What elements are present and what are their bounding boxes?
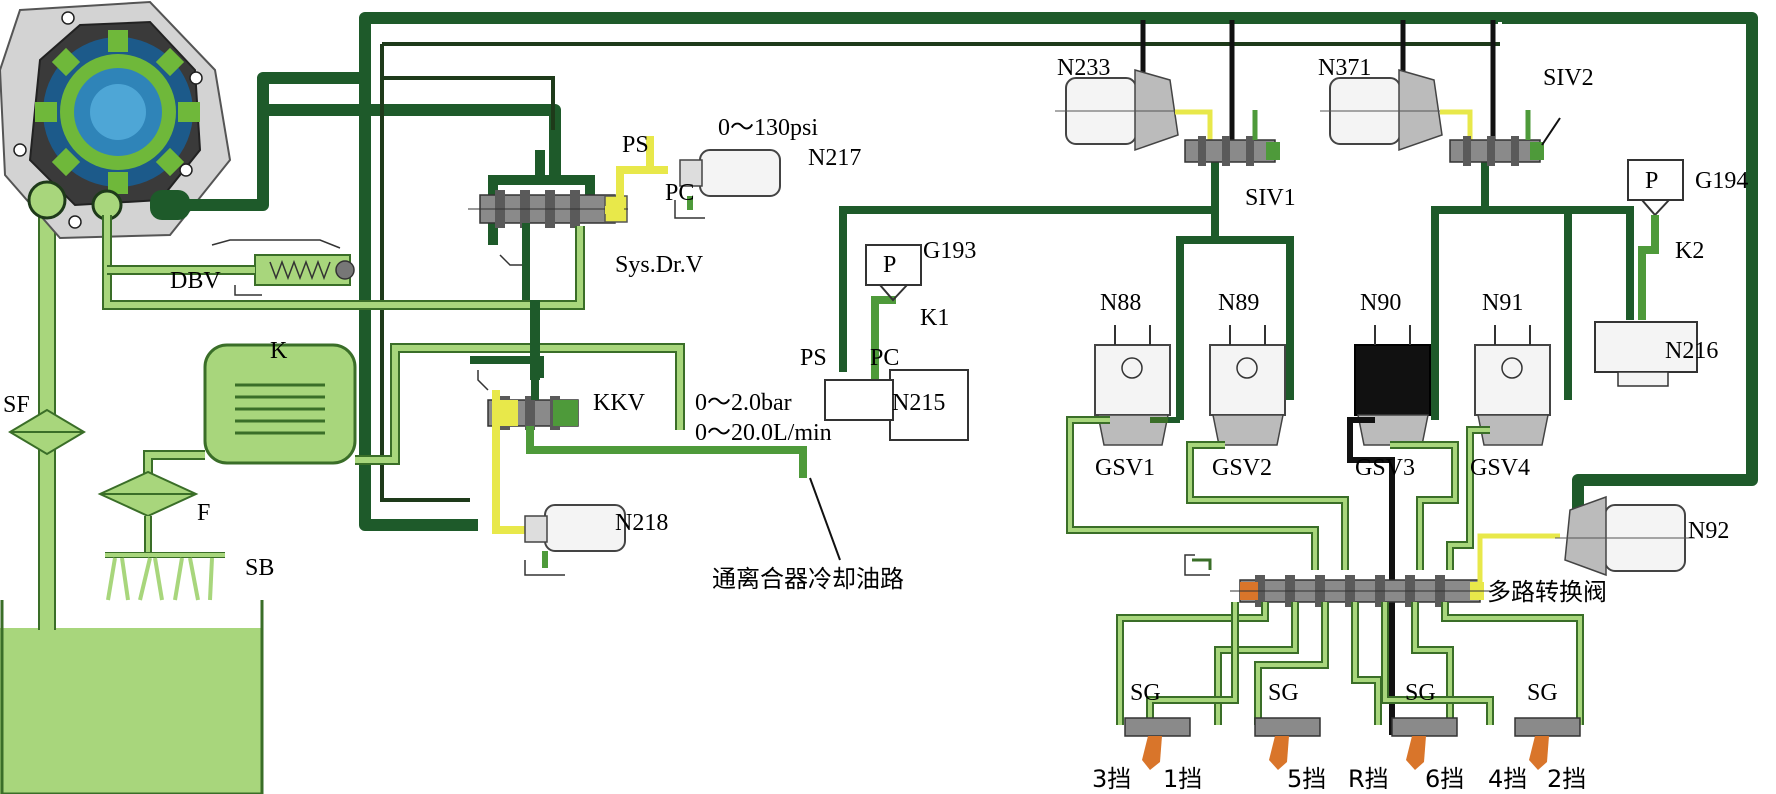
label-n217: N217 xyxy=(808,145,861,171)
label-g193: G193 xyxy=(923,238,976,264)
n215-solenoid xyxy=(824,369,969,441)
siv1-valve xyxy=(1184,110,1280,166)
label-ps-mid: PS xyxy=(800,345,827,371)
sg-supply-lines xyxy=(1116,602,1584,725)
cooling-label-pointer xyxy=(809,477,841,561)
label-n89: N89 xyxy=(1218,290,1259,316)
label-cooling: 通离合器冷却油路 xyxy=(712,565,904,593)
label-range-bar: 0～2.0bar xyxy=(695,390,792,416)
label-k1: K1 xyxy=(920,305,949,331)
n92-solenoid xyxy=(1555,495,1695,577)
g194-sensor xyxy=(1627,159,1684,320)
label-ps-top: PS xyxy=(622,132,649,158)
label-sg-3: SG xyxy=(1405,680,1436,706)
label-sg-4: SG xyxy=(1527,680,1558,706)
cooler-lines xyxy=(143,300,685,490)
sg-actuator-4 xyxy=(1514,717,1581,770)
clutch-cooling-line xyxy=(526,426,807,478)
label-sb: SB xyxy=(245,555,274,581)
label-gear-4: 4挡 xyxy=(1488,765,1527,793)
label-gsv3: GSV3 xyxy=(1355,455,1415,481)
multiplexer-valve xyxy=(1184,554,1490,607)
sg-actuator-3 xyxy=(1391,717,1458,770)
label-gear-5: 5挡 xyxy=(1287,765,1326,793)
label-sysdrv: Sys.Dr.V xyxy=(615,252,704,278)
n88-solenoid xyxy=(1094,325,1171,446)
sg-actuator-1 xyxy=(1124,717,1191,770)
label-g194: G194 xyxy=(1695,168,1748,194)
n92-control-line xyxy=(1477,533,1560,590)
light-green-return-lines xyxy=(102,215,585,310)
label-n215: N215 xyxy=(892,390,945,416)
label-multivalve: 多路转换阀 xyxy=(1487,578,1607,606)
label-n233: N233 xyxy=(1057,55,1110,81)
label-gear-1: 1挡 xyxy=(1163,765,1202,793)
label-k2: K2 xyxy=(1675,238,1704,264)
label-k: K xyxy=(270,338,288,364)
label-gsv2: GSV2 xyxy=(1212,455,1272,481)
kkv-control-line xyxy=(492,390,525,534)
label-gear-2: 2挡 xyxy=(1547,765,1586,793)
sf-filter xyxy=(8,408,86,456)
label-pc-mid: PC xyxy=(870,345,899,371)
kkv-valve xyxy=(470,356,579,430)
label-siv2: SIV2 xyxy=(1543,65,1594,91)
gsv-output-lines xyxy=(1066,416,1490,735)
siv1-supply xyxy=(1168,160,1294,423)
label-gsv1: GSV1 xyxy=(1095,455,1155,481)
n218-solenoid xyxy=(524,504,626,576)
label-n90: N90 xyxy=(1360,290,1401,316)
label-sf: SF xyxy=(3,392,30,418)
dark-return-lines xyxy=(380,42,1500,502)
label-gsv4: GSV4 xyxy=(1470,455,1530,481)
n216-solenoid xyxy=(1594,321,1698,387)
label-gear-3: 3挡 xyxy=(1092,765,1131,793)
label-n88: N88 xyxy=(1100,290,1141,316)
label-sg-2: SG xyxy=(1268,680,1299,706)
label-n91: N91 xyxy=(1482,290,1523,316)
sb-spray xyxy=(105,552,225,601)
pump-ports xyxy=(27,180,190,221)
label-gear-6: 6挡 xyxy=(1425,765,1464,793)
n371-solenoid xyxy=(1320,69,1473,152)
label-pc-top: PC xyxy=(665,180,694,206)
n217-solenoid xyxy=(674,149,781,219)
label-n216: N216 xyxy=(1665,338,1718,364)
f-filter xyxy=(97,470,199,555)
n233-solenoid xyxy=(1055,69,1213,152)
label-range-flow: 0～20.0L/min xyxy=(695,420,832,446)
label-gear-r: R挡 xyxy=(1348,765,1389,793)
n89-solenoid xyxy=(1209,325,1286,446)
siv2-valve xyxy=(1449,110,1561,166)
oil-cooler xyxy=(203,343,357,465)
oil-pump xyxy=(0,0,232,240)
n91-solenoid xyxy=(1474,325,1551,446)
sg-actuator-2 xyxy=(1254,717,1321,770)
main-pressure-line xyxy=(170,12,1758,531)
n90-solenoid xyxy=(1354,325,1431,446)
system-pressure-valve xyxy=(468,150,628,300)
g193-sensor xyxy=(865,244,922,302)
oil-sump xyxy=(0,600,264,794)
label-sg-1: SG xyxy=(1130,680,1161,706)
label-n371: N371 xyxy=(1318,55,1371,81)
label-siv1: SIV1 xyxy=(1245,185,1296,211)
label-p-g193: P xyxy=(883,252,896,278)
label-range-130psi: 0～130psi xyxy=(718,115,818,141)
text-labels: N233 N371 SIV2 SIV1 PS PC 0～130psi N217 … xyxy=(3,55,1748,793)
label-n92: N92 xyxy=(1688,518,1729,544)
label-p-g194: P xyxy=(1645,168,1658,194)
label-dbv: DBV xyxy=(170,268,221,294)
label-n218: N218 xyxy=(615,510,668,536)
label-kkv: KKV xyxy=(593,390,646,416)
n217-control-line xyxy=(605,136,668,214)
siv2-supply xyxy=(1431,160,1634,420)
label-f: F xyxy=(197,500,210,526)
g193-line xyxy=(839,206,1215,380)
dbv-valve xyxy=(211,239,355,296)
